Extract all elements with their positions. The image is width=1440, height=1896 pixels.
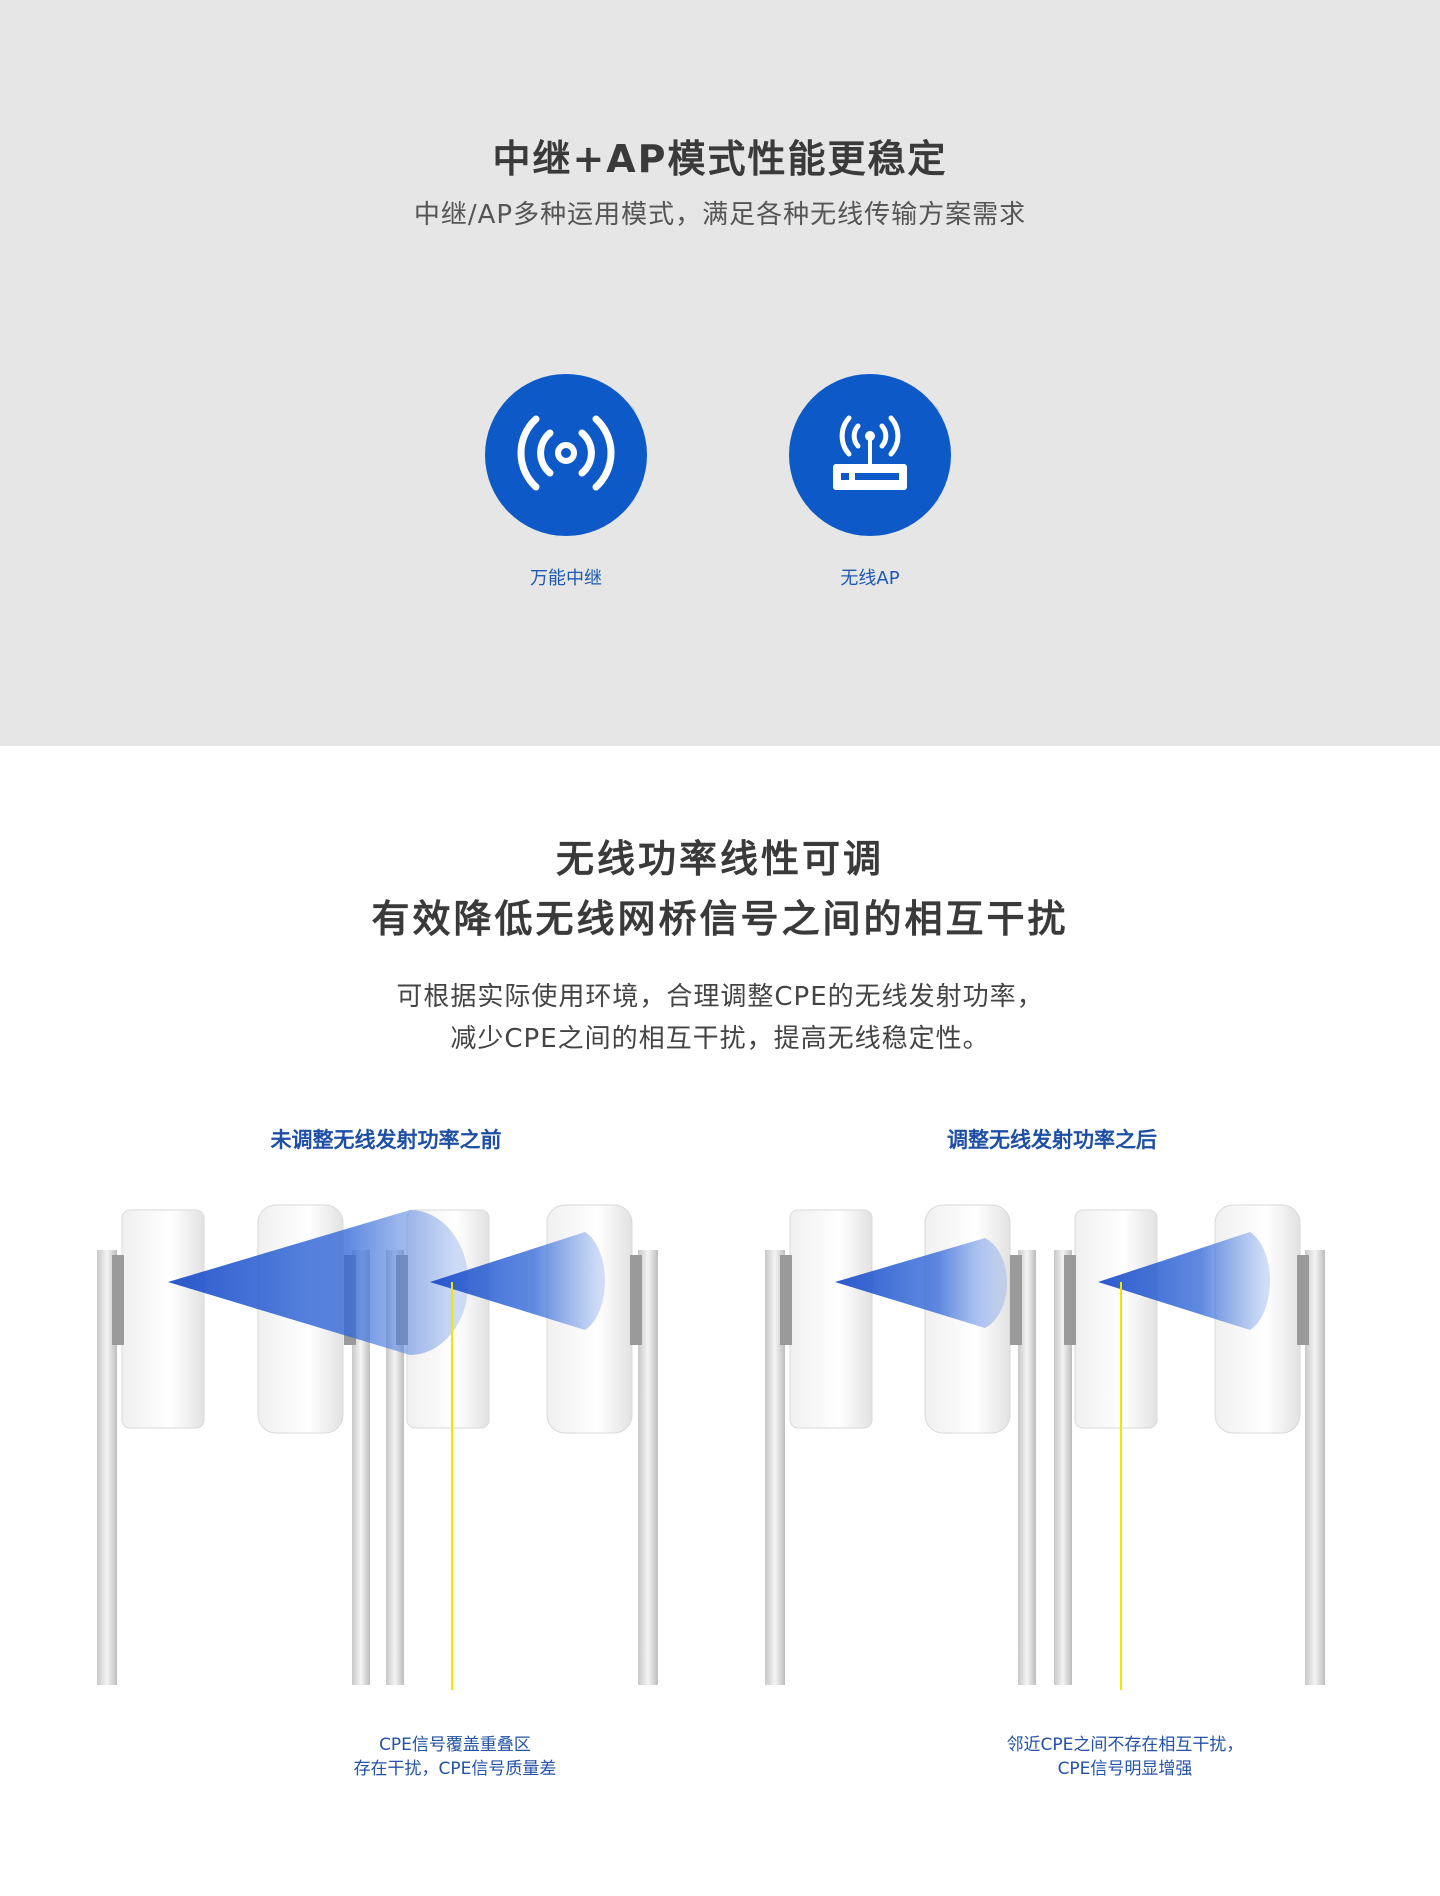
after-caption: 调整无线发射功率之后: [947, 1128, 1157, 1152]
wireless-signal-icon: [506, 393, 626, 517]
cpe-illustration: [97, 1204, 1325, 1690]
ap-circle: [789, 374, 951, 536]
wireless-router-icon: [815, 398, 925, 512]
mode-ap: 无线AP: [679, 372, 951, 602]
mode-repeater: 万能中继: [375, 372, 647, 602]
before-note-line1: CPE信号覆盖重叠区: [379, 1735, 531, 1755]
mode-label: 无线AP: [840, 568, 900, 589]
modes-section: 中继+AP模式性能更稳定 中继/AP多种运用模式，满足各种无线传输方案需求: [0, 0, 1440, 746]
after-scene: [765, 1204, 1325, 1690]
before-note-line2: 存在干扰，CPE信号质量差: [353, 1759, 557, 1779]
after-note-line1: 邻近CPE之间不存在相互干扰，: [1006, 1735, 1244, 1755]
power-title-line2: 有效降低无线网桥信号之间的相互干扰: [371, 897, 1069, 941]
power-desc-line2: 减少CPE之间的相互干扰，提高无线稳定性。: [450, 1024, 990, 1054]
power-desc-line1: 可根据实际使用环境，合理调整CPE的无线发射功率，: [396, 982, 1044, 1012]
after-note-line2: CPE信号明显增强: [1057, 1759, 1193, 1779]
modes-title: 中继+AP模式性能更稳定: [492, 137, 948, 181]
before-scene: [97, 1204, 658, 1690]
before-note: CPE信号覆盖重叠区 存在干扰，CPE信号质量差: [305, 1733, 605, 1781]
modes-subtitle: 中继/AP多种运用模式，满足各种无线传输方案需求: [413, 200, 1027, 230]
after-note: 邻近CPE之间不存在相互干扰， CPE信号明显增强: [960, 1733, 1290, 1781]
repeater-circle: [485, 374, 647, 536]
power-title-line1: 无线功率线性可调: [555, 837, 884, 881]
before-caption: 未调整无线发射功率之前: [270, 1128, 502, 1152]
mode-label: 万能中继: [530, 568, 602, 589]
